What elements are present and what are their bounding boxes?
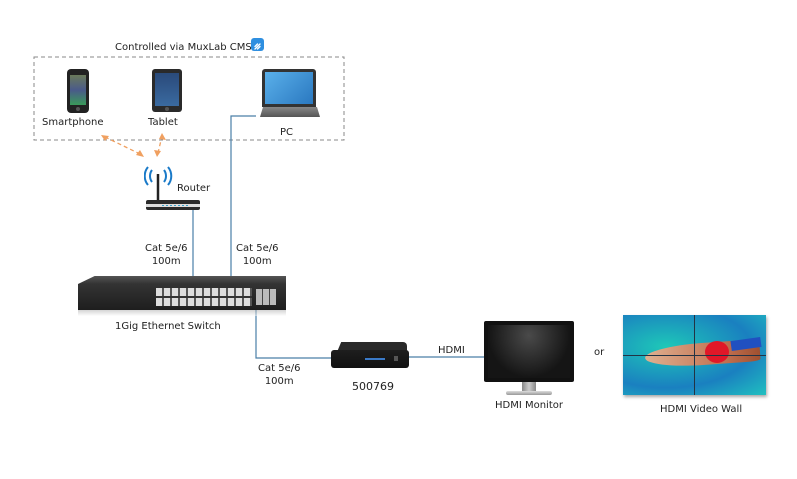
cable-type: Cat 5e/6	[145, 243, 188, 254]
cms-group-border	[33, 56, 345, 141]
video-wall-icon	[623, 315, 766, 395]
wireless-arrowhead-router2	[154, 150, 161, 157]
video-wall-label: HDMI Video Wall	[660, 404, 743, 415]
cable-length: 100m	[264, 376, 294, 387]
smartphone-icon	[67, 69, 89, 113]
cable-label-router-switch: Cat 5e/6 100m	[145, 242, 187, 268]
wireless-arrowhead-smphone	[101, 135, 109, 141]
smartphone-label: Smartphone	[42, 117, 104, 128]
router-label: Router	[177, 183, 211, 194]
cable-type: Cat 5e/6	[236, 243, 279, 254]
decoder-model-label: 500769	[352, 380, 394, 393]
cable-length: 100m	[242, 256, 272, 267]
cable-label-pc-switch: Cat 5e/6 100m	[236, 242, 278, 268]
monitor-icon	[484, 321, 574, 397]
ethernet-switch-icon	[78, 276, 286, 316]
switch-label: 1Gig Ethernet Switch	[115, 321, 221, 332]
wireless-link-smartphone	[102, 135, 141, 155]
wireless-arrowhead-router	[136, 150, 144, 157]
wifi-router-icon	[143, 164, 200, 212]
wire-pc-switch	[230, 115, 256, 298]
cable-label-switch-decoder: Cat 5e/6 100m	[258, 362, 300, 388]
monitor-label: HDMI Monitor	[495, 400, 563, 411]
laptop-icon	[260, 69, 320, 121]
tablet-label: Tablet	[148, 117, 178, 128]
or-separator: or	[594, 347, 605, 358]
cable-length: 100m	[151, 256, 181, 267]
cable-type: Cat 5e/6	[258, 363, 301, 374]
cms-group-title: Controlled via MuxLab CMS	[115, 42, 252, 53]
tablet-icon	[152, 69, 182, 112]
pc-label: PC	[280, 127, 294, 138]
wire-switch-decoder	[255, 303, 332, 359]
av-over-ip-decoder-icon	[331, 342, 409, 370]
muxlab-cms-app-icon	[251, 38, 264, 51]
wireless-arrowhead-tablet	[159, 133, 166, 140]
cable-label-hdmi: HDMI	[438, 345, 465, 356]
